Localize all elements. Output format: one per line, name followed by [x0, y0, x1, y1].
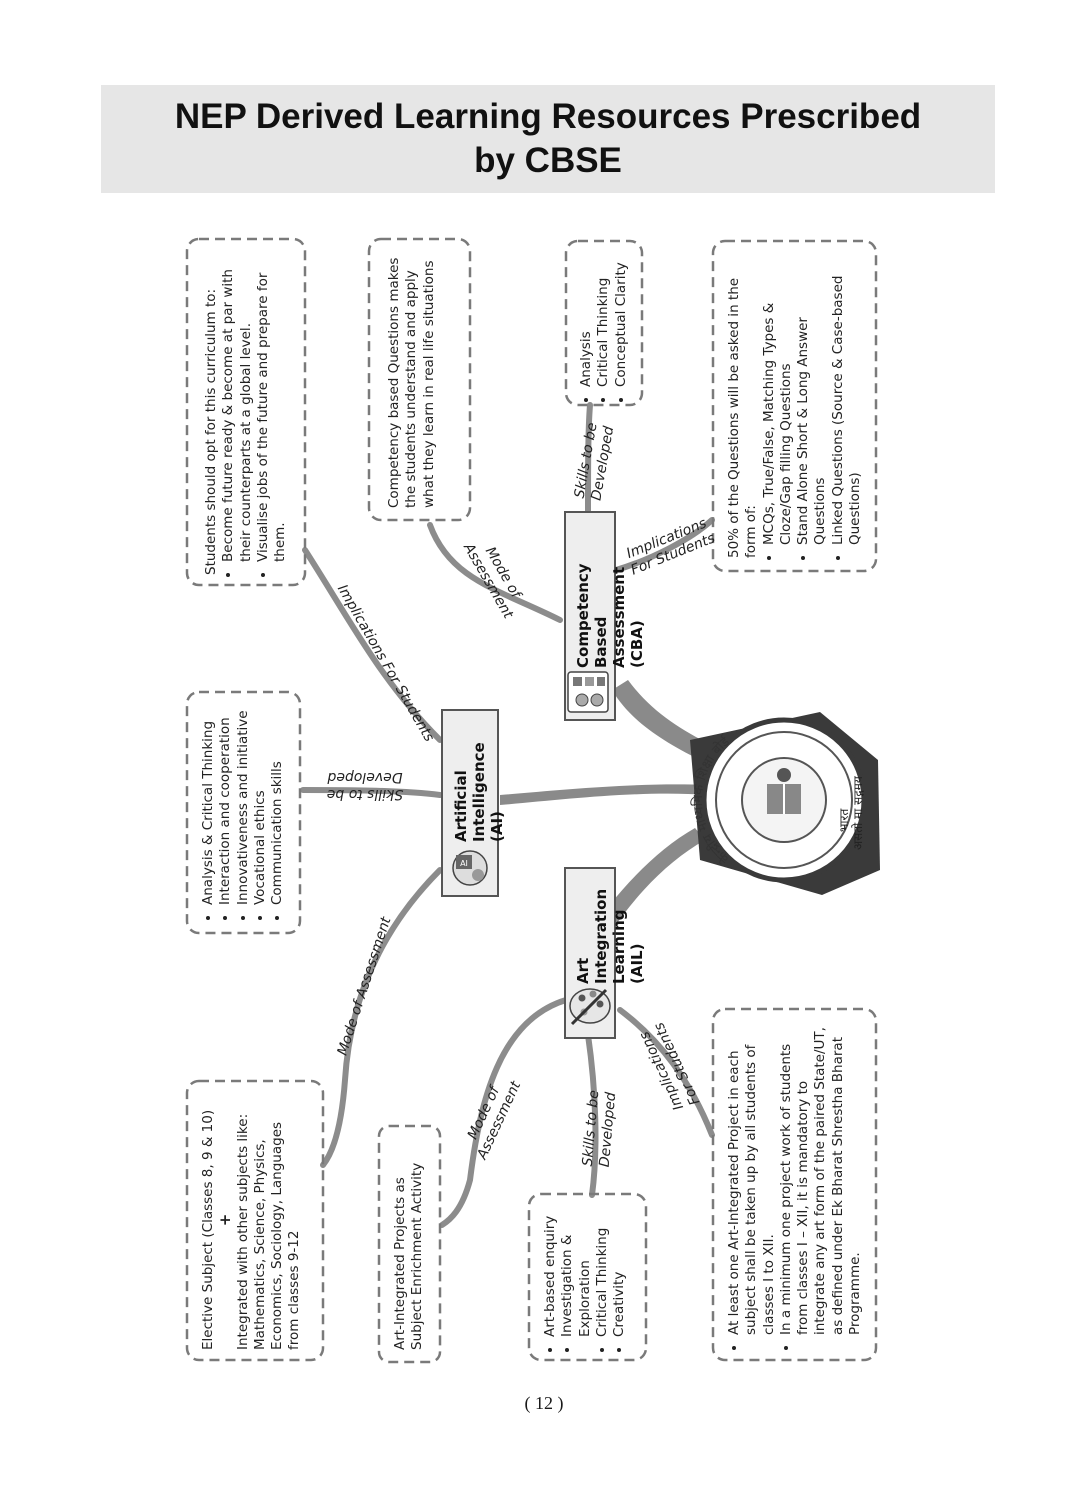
box-cba-mode-frame — [367, 237, 472, 522]
label-ai-skills: Skills to be Developed — [320, 768, 410, 802]
edge-ail-mode — [439, 997, 569, 1228]
node-ai-line1: Artificial — [452, 770, 470, 842]
node-ai-line2: Intelligence (AI) — [470, 742, 506, 842]
box-ai-impl-item: Become future ready & become at par with… — [220, 245, 255, 562]
ai-icon: AI — [452, 850, 488, 886]
node-ai: Artificial Intelligence (AI) — [452, 712, 506, 842]
box-ai-mode: Elective Subject (Classes 8, 9 & 10) + I… — [200, 1090, 304, 1350]
box-ai-impl: Students should opt for this curriculum … — [203, 245, 289, 575]
cbse-emblem — [690, 712, 880, 895]
box-cba-mode: Competency based Questions makes the stu… — [386, 246, 438, 508]
box-ail-mode-frame — [377, 1124, 442, 1364]
box-ai-mode-plus: + — [216, 1213, 235, 1227]
trunk-to-ai — [500, 784, 708, 805]
box-ail-impl-item: At least one Art-Integrated Project in e… — [726, 1020, 778, 1335]
assessment-icon — [567, 671, 609, 713]
box-cba-skills-item: Conceptual Clarity — [613, 250, 630, 387]
edge-cba-mode — [427, 522, 563, 623]
palette-icon — [569, 988, 611, 1026]
box-ai-mode-line1: Elective Subject (Classes 8, 9 & 10) — [200, 1109, 216, 1350]
page-title-line1: NEP Derived Learning Resources Prescribe… — [174, 97, 922, 136]
box-cba-skills-item: Critical Thinking — [595, 250, 612, 387]
box-ail-mode: Art-Integrated Projects as Subject Enric… — [392, 1140, 427, 1350]
box-ail-skills-item: Investigation & Exploration — [559, 1200, 594, 1337]
node-ail-line1: Art Integration — [574, 888, 610, 984]
box-ai-impl-item: Visualise jobs of the future and prepare… — [255, 245, 290, 562]
box-ail-skills-item: Critical Thinking — [594, 1200, 611, 1337]
edge-ai-mode — [320, 867, 443, 1168]
edge-ai-impl — [302, 547, 443, 743]
box-ail-skills-frame — [527, 1192, 648, 1362]
node-cba-line1: Competency Based — [574, 563, 610, 668]
box-cba-impl: 50% of the Questions will be asked in th… — [726, 253, 864, 558]
box-cba-skills-frame — [564, 239, 644, 407]
box-ai-skills-item: Communication skills — [269, 698, 286, 905]
box-cba-impl-item: Linked Questions (Source & Case-based Qu… — [830, 253, 865, 545]
box-ail-impl-item: In a minimum one project work of student… — [778, 1020, 864, 1335]
box-ai-skills-item: Analysis & Critical Thinking — [200, 698, 217, 905]
box-ail-impl-frame — [711, 1007, 878, 1362]
edge-ail-impl — [617, 1007, 715, 1138]
box-ai-skills: Analysis & Critical Thinking Interaction… — [200, 698, 286, 918]
page-title-line2: by CBSE — [474, 141, 622, 180]
box-ail-impl: At least one Art-Integrated Project in e… — [726, 1020, 864, 1348]
box-cba-impl-item: MCQs, True/False, Matching Types & Cloze… — [761, 253, 796, 545]
edge-cba-impl — [613, 517, 715, 573]
box-ai-skills-item: Interaction and cooperation — [217, 698, 234, 905]
box-ail-skills-item: Art-based enquiry — [542, 1200, 559, 1337]
box-ai-impl-heading: Students should opt for this curriculum … — [203, 288, 219, 575]
box-ai-mode-line2: Integrated with other subjects like: Mat… — [234, 1113, 303, 1350]
box-ai-skills-frame — [185, 690, 302, 935]
svg-text:AI: AI — [460, 859, 468, 868]
box-ail-mode-text: Art-Integrated Projects as Subject Enric… — [392, 1162, 426, 1350]
label-ai-skills-l1: Skills to be — [326, 786, 404, 802]
box-cba-impl-heading: 50% of the Questions will be asked in th… — [726, 277, 760, 558]
box-ai-impl-frame — [185, 237, 307, 587]
box-ail-skills: Art-based enquiry Investigation & Explor… — [542, 1200, 628, 1350]
edge-cba-skills — [585, 402, 593, 518]
edge-ai-skills — [300, 787, 443, 798]
box-cba-skills-item: Analysis — [578, 250, 595, 387]
emblem-motto: असतो मा सद्गमय — [851, 776, 865, 850]
box-ai-skills-item: Vocational ethics — [252, 698, 269, 905]
box-cba-impl-item: Stand Alone Short & Long Answer Question… — [795, 253, 830, 545]
node-ail-line2: Learning (AIL) — [610, 909, 646, 985]
box-ail-skills-item: Creativity — [611, 1200, 628, 1337]
box-cba-impl-frame — [711, 239, 878, 573]
box-cba-skills: Analysis Critical Thinking Conceptual Cl… — [578, 250, 630, 400]
node-ail: Art Integration Learning (AIL) — [574, 866, 646, 984]
page-number: ( 12 ) — [524, 1393, 564, 1413]
box-ai-skills-item: Innovativeness and initiative — [235, 698, 252, 905]
box-cba-mode-text: Competency based Questions makes the stu… — [386, 257, 437, 508]
label-ai-skills-l2: Developed — [327, 769, 403, 785]
title-band: NEP Derived Learning Resources Prescribe… — [101, 85, 995, 193]
edge-ail-skills — [585, 1032, 599, 1198]
trunk-to-ail — [598, 828, 705, 930]
box-ai-mode-frame — [185, 1079, 325, 1362]
trunk-to-cba — [612, 680, 712, 760]
